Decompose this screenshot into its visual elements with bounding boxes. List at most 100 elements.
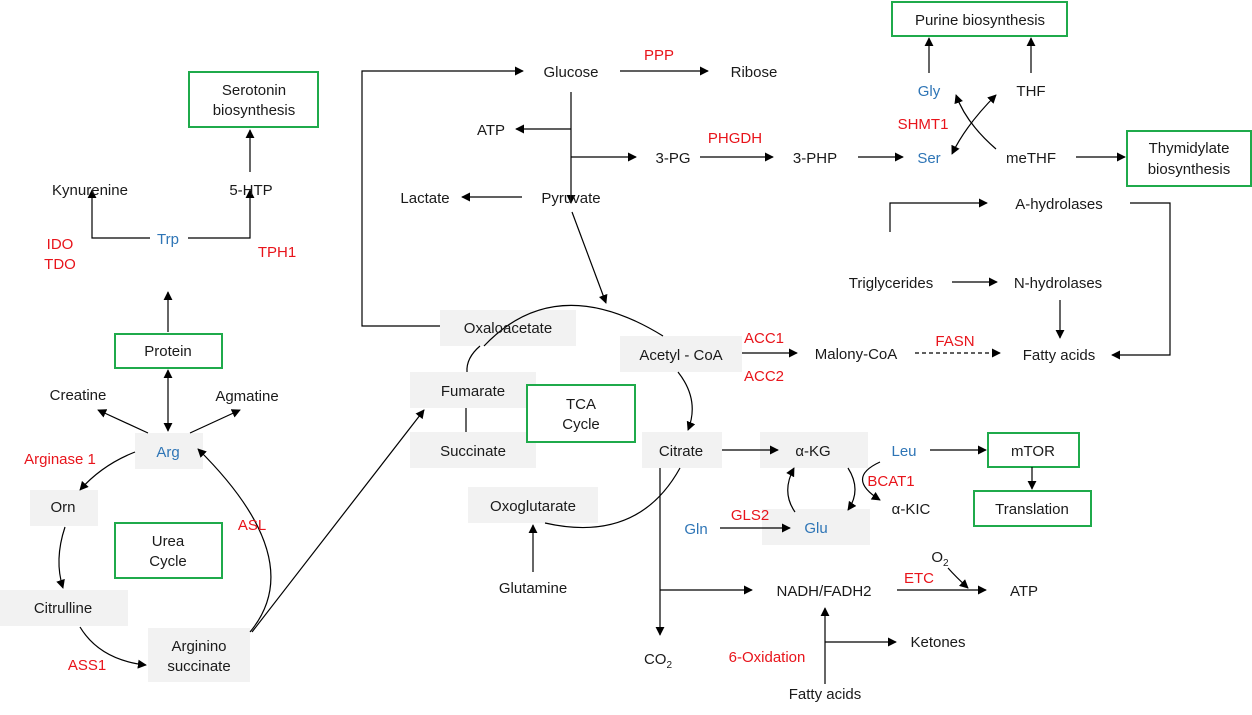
oxoglutarate-bg bbox=[468, 487, 598, 523]
tca-label-2: Cycle bbox=[562, 416, 600, 433]
serotonin-box bbox=[188, 71, 319, 128]
enzyme-labels: PPP PHGDH SHMT1 IDO TDO TPH1 ACC1 ACC2 F… bbox=[24, 47, 974, 674]
tca-arc-left bbox=[466, 345, 481, 373]
agmatine-label: Agmatine bbox=[215, 388, 278, 405]
thymidylate-label-1: Thymidylate bbox=[1149, 140, 1230, 157]
nadh-label: NADH/FADH2 bbox=[776, 583, 871, 600]
5htp-label: 5-HTP bbox=[229, 182, 272, 199]
lactate-label: Lactate bbox=[400, 190, 449, 207]
acetyl-coa-label: Acetyl - CoA bbox=[639, 347, 722, 364]
citrulline-label: Citrulline bbox=[34, 600, 92, 617]
arginase1-label: Arginase 1 bbox=[24, 451, 96, 468]
co2-subscript: 2 bbox=[666, 660, 672, 671]
arrow-citrulline-arginino bbox=[79, 626, 147, 669]
asl-label: ASL bbox=[238, 517, 266, 534]
amino-acid-labels: Gly Ser Trp Leu Gln bbox=[157, 83, 941, 538]
arginino-label-2: succinate bbox=[167, 658, 230, 675]
arg-label: Arg bbox=[156, 444, 179, 461]
acc1-label: ACC1 bbox=[744, 330, 784, 347]
mtor-box bbox=[987, 432, 1080, 468]
creatine-label: Creatine bbox=[50, 387, 107, 404]
citrate-bg bbox=[642, 432, 722, 468]
arrow-leu-akic bbox=[862, 461, 881, 501]
citrulline-bg bbox=[0, 590, 128, 626]
arrow-trp-5htp bbox=[188, 189, 255, 239]
fasn-label: FASN bbox=[935, 333, 974, 350]
oxoglutarate-label: Oxoglutarate bbox=[490, 498, 576, 515]
fumarate-label: Fumarate bbox=[441, 383, 505, 400]
kynurenine-label: Kynurenine bbox=[52, 182, 128, 199]
arrow-thf-methf bbox=[951, 94, 997, 155]
succinate-bg bbox=[410, 432, 536, 468]
6-oxidation-label: 6-Oxidation bbox=[729, 649, 806, 666]
fatty-acids-bottom-label: Fatty acids bbox=[789, 686, 862, 703]
tca-label-1: TCA bbox=[566, 396, 596, 413]
orn-bg bbox=[30, 490, 98, 526]
arrow-arginino-arg bbox=[197, 448, 272, 633]
glu-label: Glu bbox=[804, 520, 827, 537]
oxaloacetate-bg bbox=[440, 310, 576, 346]
serotonin-label-1: Serotonin bbox=[222, 82, 286, 99]
glucose-label: Glucose bbox=[543, 64, 598, 81]
arrows bbox=[56, 37, 1171, 684]
arrow-arginino-fumarate bbox=[251, 409, 425, 633]
arrow-akg-glu bbox=[847, 467, 857, 511]
acetyl-coa-bg bbox=[620, 336, 742, 372]
shmt1-label: SHMT1 bbox=[898, 116, 949, 133]
tca-arc-bottom bbox=[544, 467, 681, 529]
arrow-ser-gly bbox=[954, 94, 997, 150]
ketones-label: Ketones bbox=[910, 634, 965, 651]
arrow-glu-akg bbox=[786, 467, 796, 513]
purine-box bbox=[891, 1, 1068, 37]
ass1-label: ASS1 bbox=[68, 657, 106, 674]
thymidylate-label-2: biosynthesis bbox=[1148, 161, 1231, 178]
arrow-a-hydrolases-fa bbox=[1111, 202, 1171, 360]
arrow-to-a-hydrolases bbox=[889, 198, 988, 232]
arrow-arg-orn bbox=[79, 451, 136, 491]
urea-label-1: Urea bbox=[152, 533, 185, 550]
arrow-arg-creatine bbox=[97, 409, 149, 434]
gray-node-backgrounds bbox=[0, 310, 870, 682]
arrow-orn-citrulline bbox=[56, 526, 66, 589]
atp-bottom-label: ATP bbox=[1010, 583, 1038, 600]
process-boxes bbox=[114, 1, 1252, 579]
tca-arc-top bbox=[483, 304, 664, 347]
phgdh-label: PHGDH bbox=[708, 130, 762, 147]
arrow-acetyl-citrate bbox=[677, 371, 696, 431]
orn-label: Orn bbox=[50, 499, 75, 516]
ido-label: IDO bbox=[47, 236, 74, 253]
acc2-label: ACC2 bbox=[744, 368, 784, 385]
etc-label: ETC bbox=[904, 570, 934, 587]
trp-label: Trp bbox=[157, 231, 179, 248]
glutamine-label: Glutamine bbox=[499, 580, 567, 597]
citrate-label: Citrate bbox=[659, 443, 703, 460]
triglycerides-label: Triglycerides bbox=[849, 275, 933, 292]
process-box-labels: Purine biosynthesis Serotonin biosynthes… bbox=[144, 12, 1230, 570]
glu-bg bbox=[762, 509, 870, 545]
3php-label: 3-PHP bbox=[793, 150, 837, 167]
arginino-label-1: Arginino bbox=[171, 638, 226, 655]
urea-label-2: Cycle bbox=[149, 553, 187, 570]
protein-box bbox=[114, 333, 223, 369]
thf-label: THF bbox=[1016, 83, 1045, 100]
succinate-label: Succinate bbox=[440, 443, 506, 460]
fatty-acids-right-label: Fatty acids bbox=[1023, 347, 1096, 364]
methf-label: meTHF bbox=[1006, 150, 1056, 167]
pyruvate-label: Pyruvate bbox=[541, 190, 600, 207]
arginino-bg bbox=[148, 628, 250, 682]
arrow-oxaloacetate-glucose bbox=[361, 66, 524, 327]
serotonin-label-2: biosynthesis bbox=[213, 102, 296, 119]
bcat1-label: BCAT1 bbox=[867, 473, 914, 490]
urea-box bbox=[114, 522, 223, 579]
gly-label: Gly bbox=[918, 83, 941, 100]
akic-label: α-KIC bbox=[892, 501, 931, 518]
n-hydrolases-label: N-hydrolases bbox=[1014, 275, 1102, 292]
3pg-label: 3-PG bbox=[655, 150, 690, 167]
arrow-pyruvate-acetyl bbox=[571, 211, 608, 304]
translation-label: Translation bbox=[995, 501, 1069, 518]
tph1-label: TPH1 bbox=[258, 244, 296, 261]
arrow-arg-agmatine bbox=[189, 409, 241, 434]
co2-label: CO2 bbox=[644, 651, 673, 671]
gray-node-labels: Oxaloacetate Acetyl - CoA Fumarate Succi… bbox=[34, 320, 831, 675]
